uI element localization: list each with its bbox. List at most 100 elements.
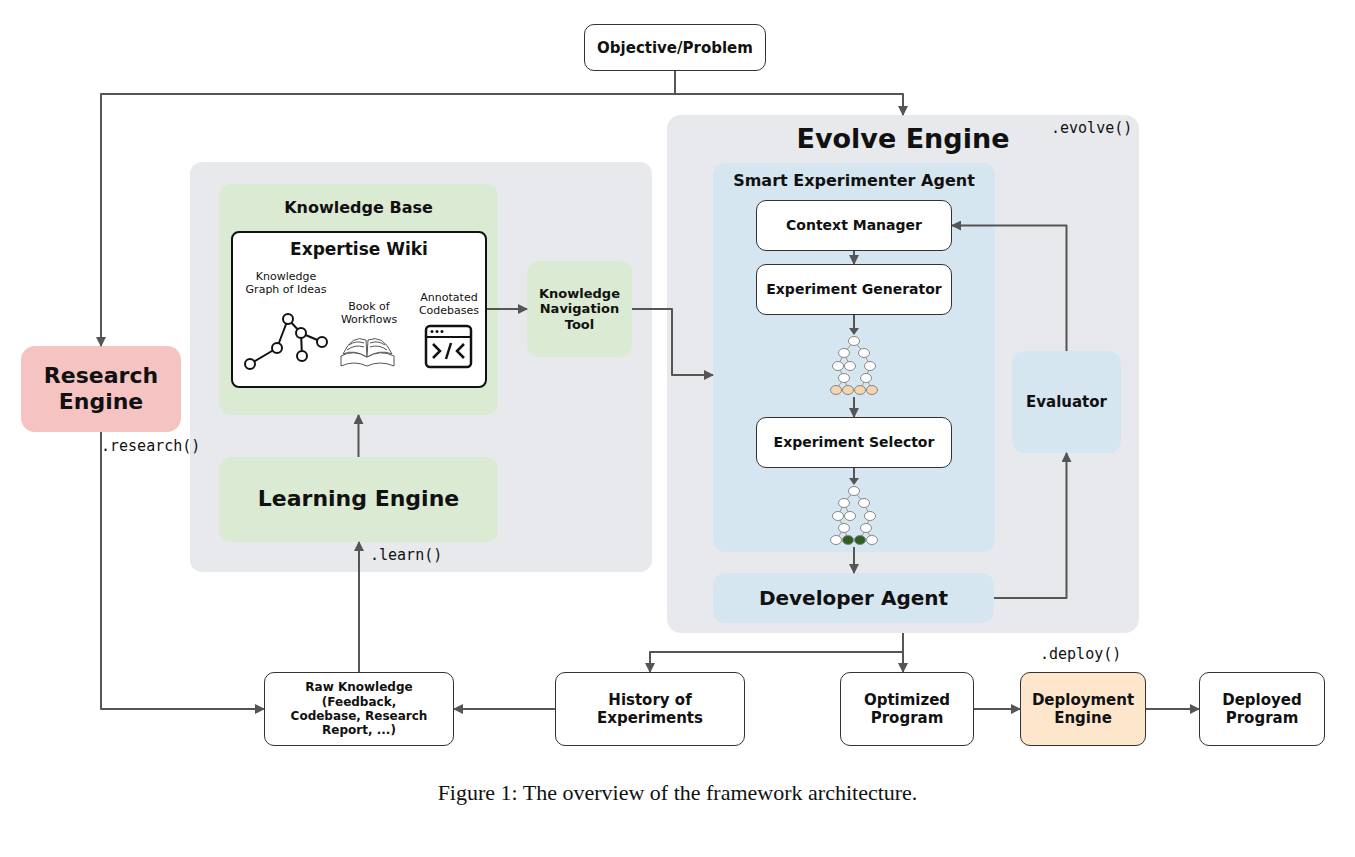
tree-link	[860, 528, 866, 540]
tree-node	[861, 524, 872, 533]
tree-link	[838, 503, 844, 516]
graph-link	[277, 319, 288, 348]
flow-arrow	[358, 542, 360, 672]
graph-vertex	[272, 343, 282, 353]
graph-vertex	[317, 337, 327, 347]
tree-node-selected	[855, 536, 866, 545]
tree-link	[866, 516, 870, 528]
book-icon	[341, 339, 394, 366]
tree-link	[864, 503, 870, 516]
data-box: Raw Knowledge (Feedback, Codebase, Resea…	[264, 672, 454, 746]
flow-arrow	[853, 315, 855, 417]
figure-caption: Figure 1: The overview of the framework …	[0, 780, 1355, 806]
tree-link	[836, 528, 844, 540]
tree-node-generated	[855, 386, 866, 395]
graph-link	[288, 319, 301, 333]
knowledge-graph-icon	[245, 314, 327, 369]
tree-link	[844, 378, 848, 390]
tree-node	[849, 337, 860, 346]
tree-node	[859, 349, 870, 358]
agent-box: Developer Agent	[713, 573, 994, 623]
flow-arrow	[675, 71, 903, 115]
method-label: .research()	[101, 437, 221, 455]
graph-link	[250, 348, 277, 364]
data-box: Optimized Program	[840, 672, 974, 746]
method-label: .deploy()	[1040, 645, 1130, 663]
node-label: Research Engine	[29, 363, 173, 416]
tree-link	[854, 341, 864, 353]
tree-link	[866, 528, 872, 540]
node-label: Deployed Program	[1206, 691, 1318, 727]
process-box: Experiment Selector	[756, 417, 952, 468]
tree-link	[838, 366, 844, 378]
tree-node	[839, 499, 850, 508]
node-heading: Knowledge Base	[284, 198, 433, 217]
tree-link	[864, 353, 870, 366]
flow-arrow	[853, 251, 855, 264]
tree-link	[844, 528, 848, 540]
flow-arrow	[487, 308, 527, 310]
window-dot	[431, 330, 434, 333]
input-box: Objective/Problem	[584, 24, 766, 71]
tree-node	[845, 512, 856, 521]
tree-link	[838, 516, 844, 528]
engine-panel: Evolve EngineSmart Experimenter AgentCon…	[667, 115, 1139, 633]
node-label: Experiment Selector	[774, 434, 935, 451]
data-box: History of Experiments	[555, 672, 745, 746]
process-box: Experiment Generator	[756, 264, 952, 315]
node-label: Raw Knowledge (Feedback, Codebase, Resea…	[285, 680, 433, 738]
window-dot	[436, 330, 439, 333]
flow-arrow	[1146, 708, 1199, 710]
candidate-tree	[826, 328, 882, 397]
node-label: Objective/Problem	[597, 39, 753, 57]
node-label: Learning Engine	[258, 486, 459, 512]
flow-arrow	[632, 309, 713, 375]
arrow-head	[849, 328, 859, 335]
book-pages	[341, 353, 394, 366]
node-heading: Evolve Engine	[797, 123, 1010, 155]
tree-node	[865, 362, 876, 371]
flow-arrow	[994, 453, 1067, 598]
graph-link	[301, 333, 302, 356]
graph-vertex	[297, 351, 307, 361]
process-box: Context Manager	[756, 200, 952, 251]
node-label: Developer Agent	[759, 586, 948, 610]
arrow-head	[849, 478, 859, 485]
tree-node	[839, 349, 850, 358]
node-label: Evaluator	[1026, 393, 1107, 411]
engine-box: Deployment Engine	[1020, 672, 1146, 746]
tree-node	[831, 536, 842, 545]
node-heading: Smart Experimenter Agent	[733, 171, 975, 190]
tree-node	[833, 512, 844, 521]
tree-node	[845, 362, 856, 371]
node-label: Knowledge Navigation Tool	[531, 286, 628, 333]
node-label: Experiment Generator	[766, 281, 941, 298]
tree-node	[839, 524, 850, 533]
book-left-page	[343, 339, 367, 357]
tree-link	[838, 353, 844, 366]
book-lines	[347, 342, 387, 350]
node-heading: Expertise Wiki	[290, 239, 428, 259]
flow-arrow	[902, 633, 904, 672]
tree-background	[826, 334, 882, 397]
tree-node-generated	[843, 386, 854, 395]
book-right-page	[367, 339, 392, 357]
tree-link	[866, 366, 870, 378]
agent-panel: Smart Experimenter AgentContext ManagerE…	[713, 163, 995, 552]
process-box: Evaluator	[1012, 351, 1121, 453]
code-window-icon	[426, 326, 471, 367]
data-box: Deployed Program	[1199, 672, 1325, 746]
window-dot	[441, 330, 444, 333]
window-frame	[426, 326, 471, 367]
tree-link	[844, 353, 850, 366]
tree-node	[861, 374, 872, 383]
flow-arrow	[974, 708, 1020, 710]
flow-arrow	[358, 415, 360, 457]
flow-arrow	[650, 633, 903, 672]
tree-node	[867, 536, 878, 545]
tree-link	[836, 378, 844, 390]
flow-arrow	[454, 708, 555, 710]
tree-link	[844, 491, 854, 503]
tree-background	[826, 484, 882, 547]
code-glyph	[433, 343, 464, 359]
